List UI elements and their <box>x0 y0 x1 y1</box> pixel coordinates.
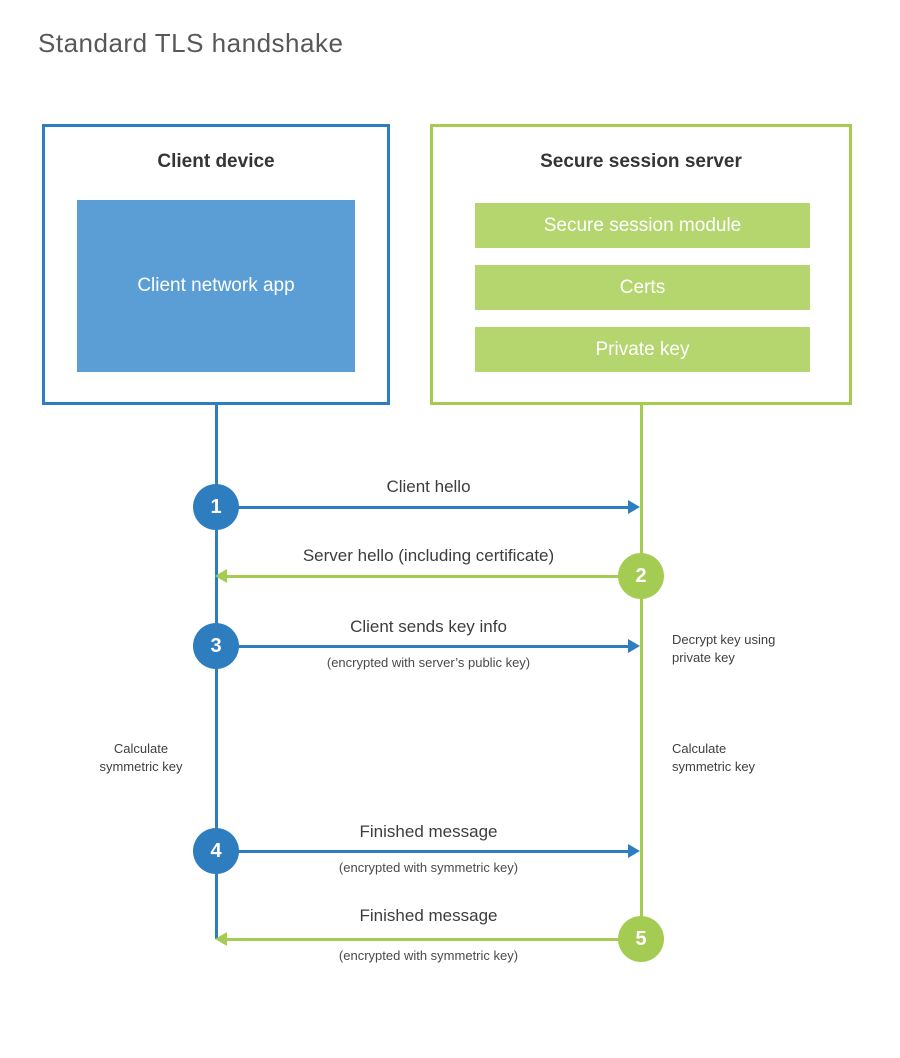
step4-badge: 4 <box>193 828 239 874</box>
step4-arrow <box>216 849 628 853</box>
client-lifeline <box>214 405 218 939</box>
step1-label: Client hello <box>386 477 471 496</box>
client-network-app-box: Client network app <box>77 200 355 372</box>
step2-badge: 2 <box>618 553 664 599</box>
secure-session-server-title: Secure session server <box>540 151 742 172</box>
step3-badge: 3 <box>193 623 239 669</box>
step5-badge: 5 <box>618 916 664 962</box>
client-device-box: Client device Client network app <box>42 124 390 405</box>
arrow-left-icon <box>215 932 227 946</box>
client-network-app-label: Client network app <box>137 275 295 297</box>
step3-sublabel: (encrypted with server’s public key) <box>326 655 531 670</box>
certs-label: Certs <box>619 276 666 298</box>
server-module-bar: Certs <box>475 265 810 310</box>
step5-sublabel: (encrypted with symmetric key) <box>338 948 519 963</box>
step2-arrow <box>227 574 639 578</box>
step4-label: Finished message <box>359 822 498 841</box>
arrow-right-icon <box>628 639 640 653</box>
step3-label: Client sends key info <box>350 617 507 636</box>
step1-badge: 1 <box>193 484 239 530</box>
secure-session-module-label: Secure session module <box>543 214 742 236</box>
step5-arrow <box>227 937 639 941</box>
server-module-bar: Private key <box>475 327 810 372</box>
server-lifeline <box>639 405 643 939</box>
server-module-bar: Secure session module <box>475 203 810 248</box>
server-calc-note: Calculate symmetric key <box>672 741 756 775</box>
client-device-title: Client device <box>157 151 275 172</box>
step2-label: Server hello (including certificate) <box>302 546 555 565</box>
arrow-right-icon <box>628 844 640 858</box>
arrow-right-icon <box>628 500 640 514</box>
arrow-left-icon <box>215 569 227 583</box>
client-calc-note: Calculate symmetric key <box>66 740 216 776</box>
page-title: Standard TLS handshake <box>38 28 344 58</box>
step1-arrow <box>216 505 628 509</box>
step5-label: Finished message <box>359 906 498 925</box>
step4-sublabel: (encrypted with symmetric key) <box>338 860 519 875</box>
private-key-label: Private key <box>595 338 690 360</box>
step3-arrow <box>216 644 628 648</box>
secure-session-server-box: Secure session server Secure session mod… <box>430 124 852 405</box>
client-calc-note-text: Calculate symmetric key <box>99 741 183 775</box>
decrypt-key-note: Decrypt key using private key <box>672 632 776 666</box>
